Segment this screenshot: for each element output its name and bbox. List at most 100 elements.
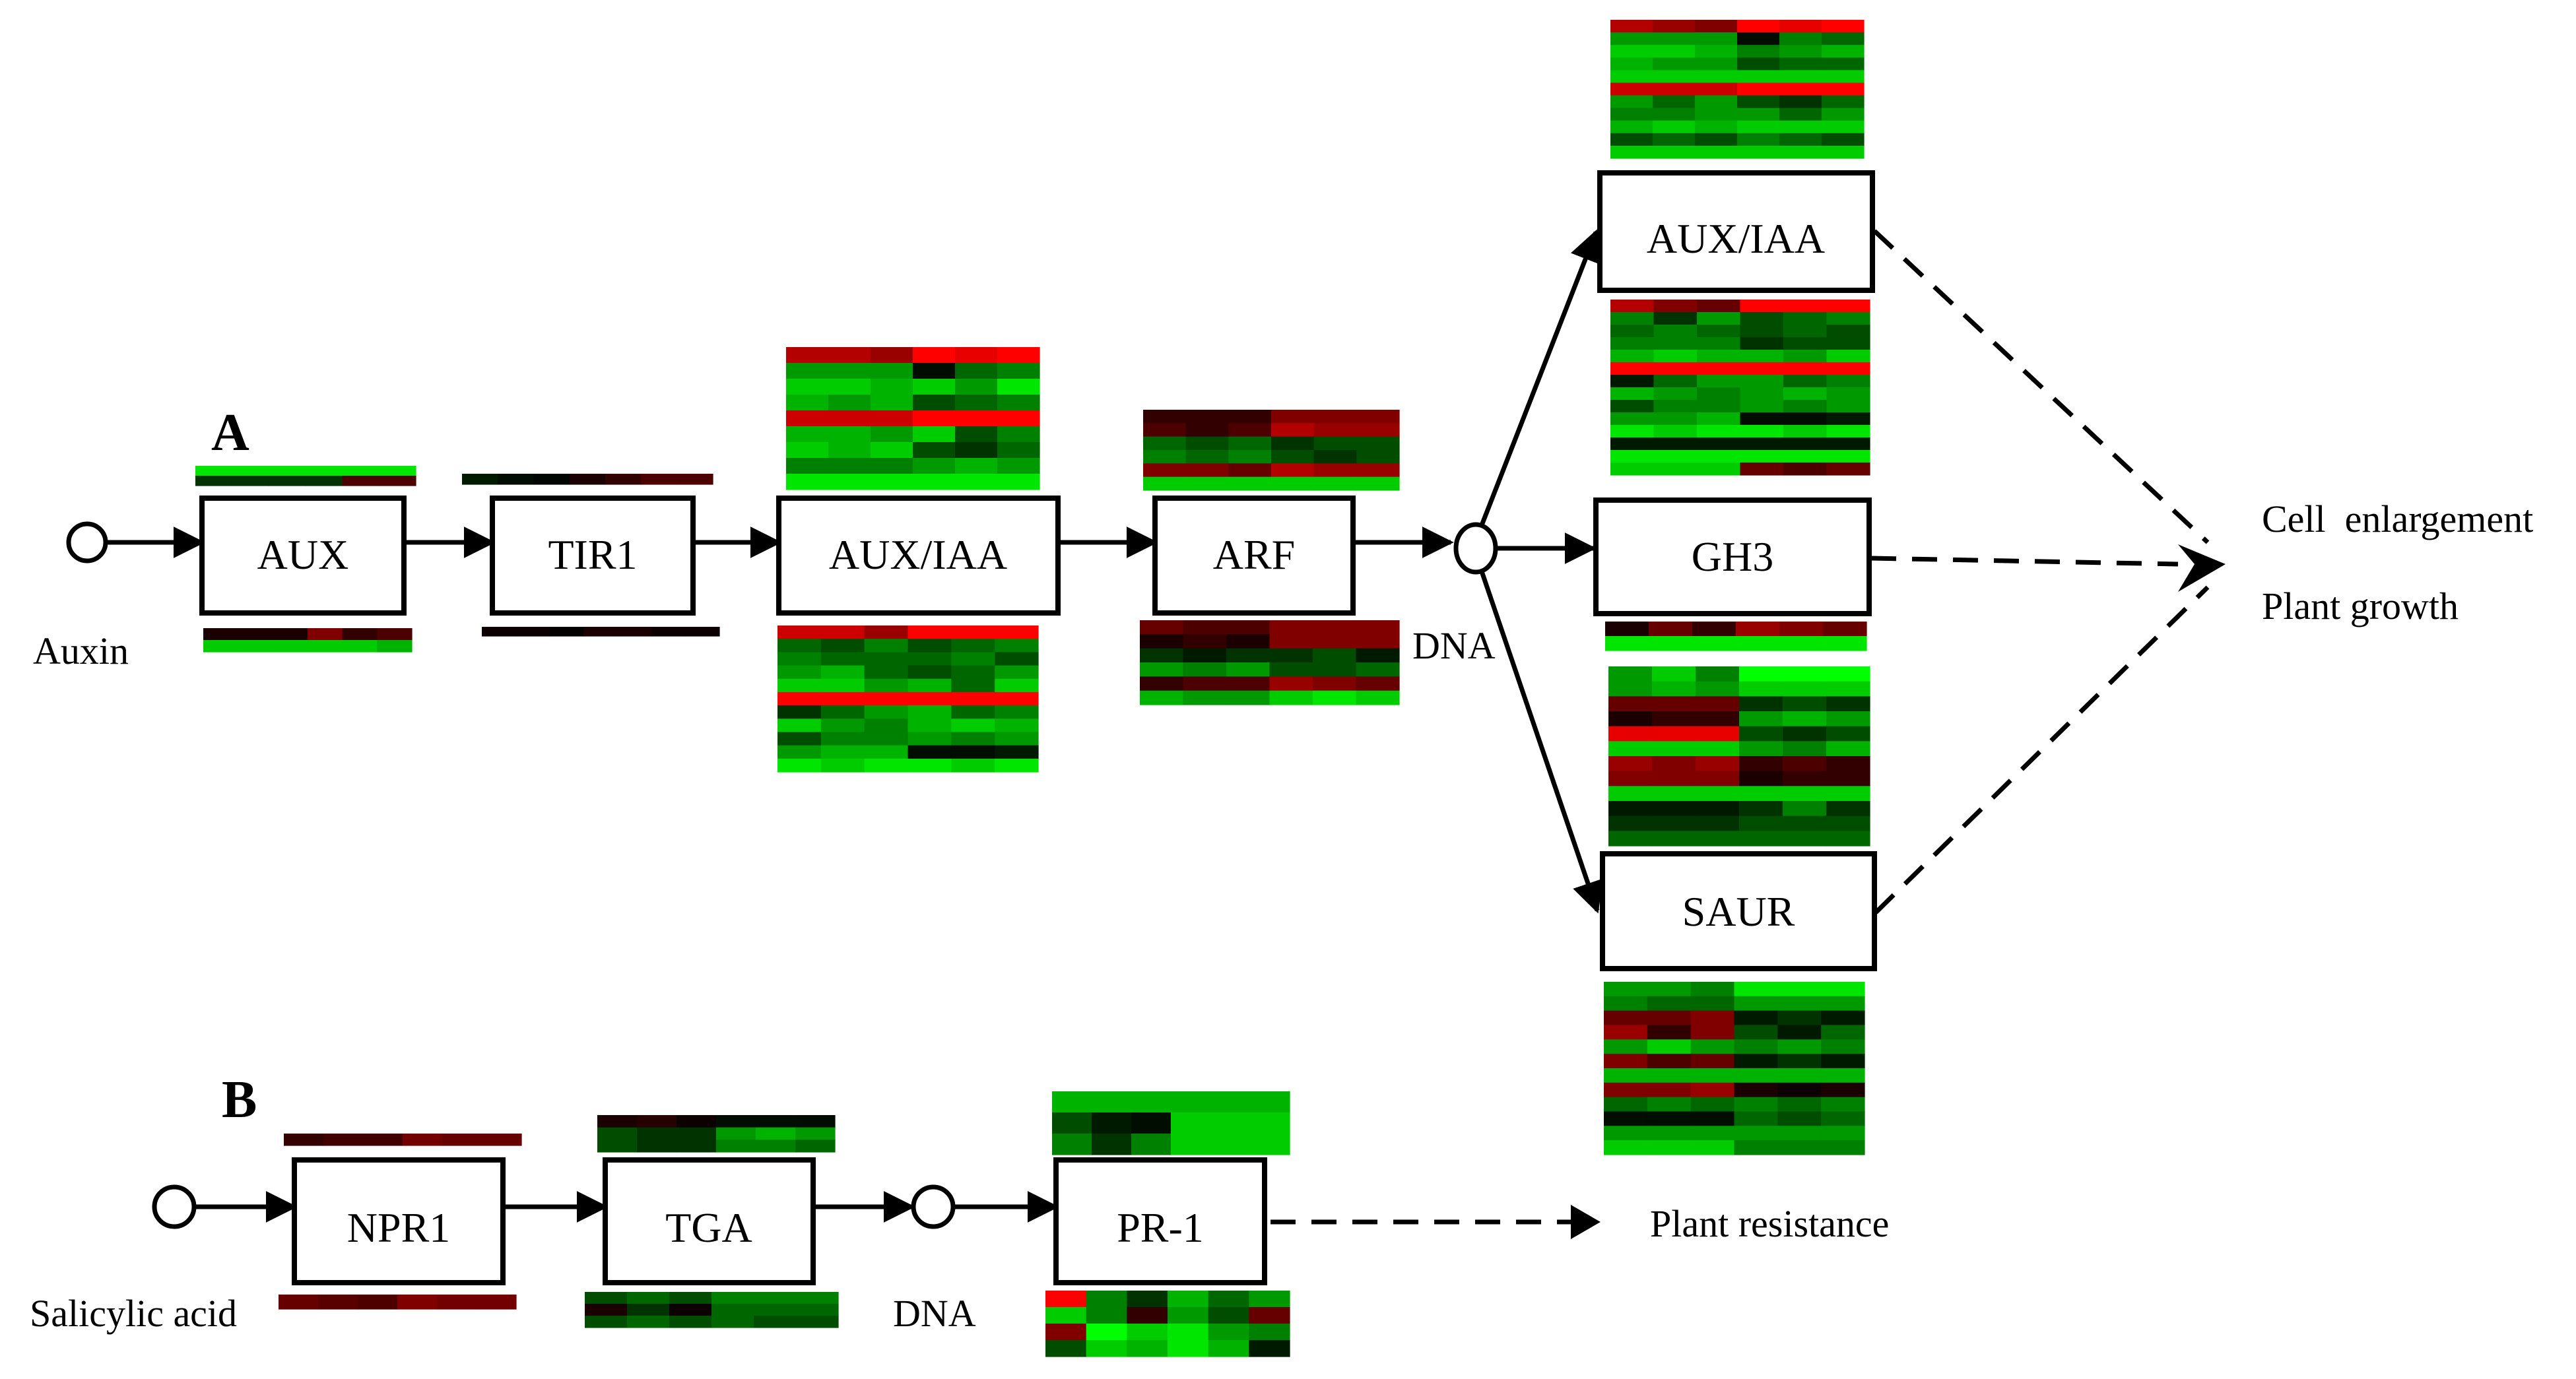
heatmap-cell bbox=[1826, 375, 1870, 388]
heatmap-cell bbox=[1690, 996, 1735, 1011]
heatmap-cell bbox=[828, 363, 871, 379]
heatmap-cell bbox=[1652, 726, 1696, 742]
heatmap-cell bbox=[1697, 375, 1741, 388]
heatmap-cell bbox=[1740, 400, 1784, 413]
heatmap-cell bbox=[1826, 325, 1870, 338]
heatmap-cell bbox=[1821, 1025, 1865, 1040]
heatmap-cell bbox=[786, 426, 829, 443]
heatmap-cell bbox=[1647, 1039, 1692, 1054]
heatmap-cell bbox=[1823, 636, 1867, 651]
heatmap-cell bbox=[1652, 741, 1696, 757]
heatmap-cell bbox=[1826, 741, 1870, 757]
outcome-plant-growth: Plant growth bbox=[2262, 585, 2459, 627]
heatmap-cell bbox=[1086, 1324, 1127, 1341]
heatmap-cell bbox=[786, 363, 829, 379]
heatmap-cell bbox=[1647, 982, 1692, 997]
heatmap-cell bbox=[1249, 1307, 1290, 1324]
heatmap-cell bbox=[1250, 1134, 1290, 1155]
heatmap-cell bbox=[1826, 337, 1870, 350]
heatmap-cell bbox=[951, 745, 995, 759]
heatmap-cell bbox=[828, 426, 871, 443]
heatmap-cell bbox=[284, 1134, 324, 1146]
heatmap-cell bbox=[955, 442, 998, 459]
heatmap-cell bbox=[1653, 400, 1698, 413]
heatmap-cell bbox=[1140, 676, 1184, 691]
heatmap-cell bbox=[1826, 412, 1870, 426]
heatmap-cell bbox=[1168, 1340, 1209, 1357]
heatmap-cell bbox=[1228, 450, 1272, 464]
heatmap-cell bbox=[864, 652, 909, 666]
heatmap-cell bbox=[1143, 436, 1187, 451]
heatmap-cell bbox=[871, 379, 913, 395]
heatmap-cell bbox=[955, 410, 998, 427]
heatmap-cell bbox=[1739, 681, 1783, 697]
heatmap-cell bbox=[1740, 300, 1784, 313]
heatmap-cell bbox=[533, 474, 570, 485]
heatmap-cell bbox=[1696, 696, 1740, 712]
heatmap-cell bbox=[1168, 1291, 1209, 1308]
heatmap-cell bbox=[1608, 711, 1653, 727]
heatmap-cell bbox=[1647, 1068, 1692, 1083]
heatmap-cell bbox=[1271, 450, 1315, 464]
heatmap-cell bbox=[820, 678, 865, 693]
heatmap-arf-top bbox=[1143, 410, 1400, 491]
heatmap-cell bbox=[1356, 423, 1400, 437]
heatmap-cell bbox=[913, 442, 956, 459]
heatmap-cell bbox=[1226, 620, 1271, 635]
heatmap-cell bbox=[1185, 463, 1229, 478]
heatmap-cell bbox=[1226, 662, 1271, 677]
heatmap-cell bbox=[279, 1295, 319, 1310]
heatmap-cell bbox=[1697, 362, 1741, 375]
heatmap-cell bbox=[1826, 425, 1870, 438]
heatmap-cell bbox=[1269, 620, 1313, 635]
heatmap-cell bbox=[1045, 1307, 1087, 1324]
heatmap-cell bbox=[238, 628, 273, 641]
heatmap-cell bbox=[273, 628, 308, 641]
heatmap-cell bbox=[795, 1127, 836, 1140]
heatmap-cell bbox=[1737, 82, 1780, 96]
heatmap-cell bbox=[955, 426, 998, 443]
heatmap-cell bbox=[1356, 476, 1400, 491]
heatmap-cell bbox=[1608, 756, 1653, 772]
heatmap-cell bbox=[1696, 726, 1740, 742]
heatmap-cell bbox=[913, 426, 956, 443]
auxin-node bbox=[66, 521, 108, 563]
heatmap-cell bbox=[1610, 325, 1655, 338]
heatmap-cell bbox=[269, 466, 306, 476]
heatmap-cell bbox=[864, 732, 909, 746]
heatmap-cell bbox=[1734, 1010, 1778, 1026]
heatmap-cell bbox=[951, 705, 995, 719]
heatmap-cell bbox=[951, 625, 995, 639]
heatmap-cell bbox=[1692, 636, 1736, 651]
heatmap-cell bbox=[1826, 437, 1870, 451]
heatmap-cell bbox=[1822, 45, 1865, 58]
heatmap-cell bbox=[1777, 1126, 1822, 1141]
heatmap-aux-iaa-right-top bbox=[1610, 20, 1865, 159]
heatmap-cell bbox=[1783, 816, 1827, 831]
heatmap-cell bbox=[1092, 1091, 1132, 1113]
heatmap-cell bbox=[377, 628, 413, 641]
heatmap-tir1-bottom bbox=[482, 627, 720, 637]
heatmap-cell bbox=[756, 1127, 796, 1140]
heatmap-cell bbox=[908, 758, 952, 773]
heatmap-cell bbox=[1313, 662, 1357, 677]
heatmap-cell bbox=[1740, 375, 1784, 388]
heatmap-cell bbox=[1356, 410, 1400, 424]
heatmap-cell bbox=[1740, 325, 1784, 338]
heatmap-cell bbox=[1610, 70, 1653, 84]
heatmap-cell bbox=[1604, 1111, 1648, 1126]
heatmap-cell bbox=[403, 1134, 443, 1146]
heatmap-cell bbox=[777, 691, 822, 706]
heatmap-cell bbox=[1822, 133, 1865, 146]
heatmap-cell bbox=[1783, 681, 1827, 697]
heatmap-cell bbox=[1695, 120, 1738, 134]
box-aux-iaa: AUX/IAA bbox=[776, 496, 1061, 616]
box-aux-label: AUX bbox=[257, 531, 349, 578]
heatmap-cell bbox=[1737, 20, 1780, 33]
heatmap-cell bbox=[1168, 1307, 1209, 1324]
dna-label-a: DNA bbox=[1412, 624, 1496, 667]
heatmap-cell bbox=[1692, 622, 1736, 637]
heatmap-cell bbox=[1695, 82, 1738, 96]
heatmap-cell bbox=[1269, 634, 1313, 649]
heatmap-cell bbox=[1690, 1025, 1735, 1040]
